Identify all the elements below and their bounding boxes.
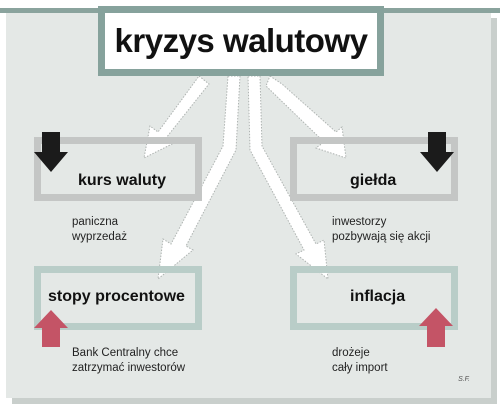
gielda-label: giełda — [350, 172, 397, 189]
flow-arrow-to-inflacja — [247, 75, 329, 281]
gielda-note-line-1: inwestorzy — [332, 216, 387, 228]
title-box: kryzys walutowy — [98, 6, 384, 76]
gielda-note-line-2: pozbywają się akcji — [332, 231, 431, 243]
inflacja-note: drożeje cały import — [332, 346, 388, 376]
author-initials: S.F. — [458, 376, 470, 383]
flow-arrow-to-stopy — [157, 75, 241, 281]
kurs-note-line-2: wyprzedaż — [72, 231, 127, 243]
stopy-note-line-2: zatrzymać inwestorów — [72, 362, 186, 374]
stopy-box — [34, 266, 202, 330]
diagram-title: kryzys walutowy — [114, 22, 368, 59]
header-bar-right — [383, 8, 500, 13]
kurs-box — [34, 137, 202, 201]
kurs-label: kurs waluty — [78, 172, 167, 189]
inflacja-note-line-1: drożeje — [332, 347, 370, 359]
inflacja-label: inflacja — [350, 288, 406, 305]
kurs-note-line-1: paniczna — [72, 216, 119, 228]
stopy-note: Bank Centralny chce zatrzymać inwestorów — [72, 346, 185, 376]
stopy-note-line-1: Bank Centralny chce — [72, 347, 179, 359]
header-bar-left — [0, 8, 100, 13]
inflacja-box — [290, 266, 458, 330]
inflacja-note-line-2: cały import — [332, 362, 388, 374]
gielda-note: inwestorzy pozbywają się akcji — [332, 215, 430, 245]
gielda-box — [290, 137, 458, 201]
stopy-label: stopy procentowe — [48, 288, 185, 305]
kurs-note: paniczna wyprzedaż — [72, 215, 127, 245]
